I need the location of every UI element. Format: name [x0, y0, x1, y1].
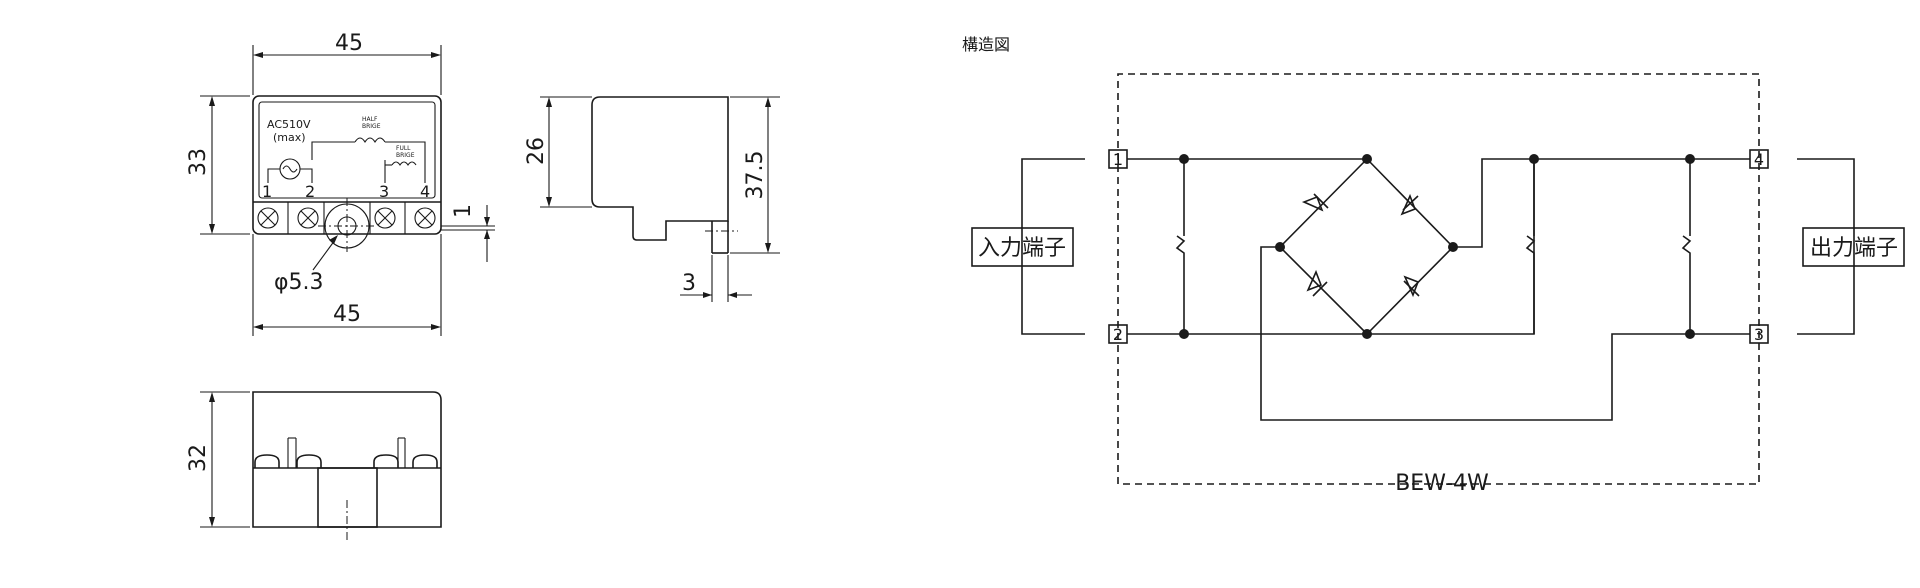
terminal-3-label: 3 [1754, 325, 1764, 344]
model-label: BEW-4W [1395, 471, 1489, 496]
max-label: (max) [273, 131, 306, 144]
schematic-heading: 構造図 [962, 35, 1010, 54]
dim-hole-diameter: φ5.3 [274, 270, 324, 295]
dim-side-height: 26 [524, 137, 549, 165]
diode-icon [1403, 275, 1420, 298]
diode-icon [1400, 193, 1419, 216]
screw-icon [297, 207, 319, 229]
schematic: 構造図 BEW-4W 入力端子 出力端子 1 2 3 4 [962, 35, 1905, 496]
dim-side-tab: 3 [682, 271, 696, 296]
screw-icon [374, 207, 396, 229]
screw-icon [414, 207, 436, 229]
term-2-label: 2 [305, 182, 315, 201]
front-view: 45 33 AC510V (max) HALF BRIGE FULL BRIGE… [186, 31, 495, 336]
varistor-icon [1525, 235, 1536, 258]
dim-side-total: 37.5 [743, 151, 768, 200]
bottom-view: 32 [186, 391, 442, 543]
full-label: FULL [396, 145, 411, 152]
half-label: HALF [362, 116, 378, 123]
terminal-1-label: 1 [1113, 150, 1123, 169]
terminal-2-label: 2 [1113, 325, 1123, 344]
terminal-4-label: 4 [1754, 150, 1764, 169]
dim-bottom-height: 32 [186, 444, 211, 472]
dim-height-front: 33 [186, 148, 211, 176]
full-label-2: BRIGE [396, 152, 415, 159]
diode-icon [1306, 269, 1328, 297]
dim-top-width: 45 [335, 31, 363, 56]
output-terminal-label: 出力端子 [1810, 236, 1898, 261]
voltage-label: AC510V [267, 118, 311, 131]
half-label-2: BRIGE [362, 123, 381, 130]
side-view: 26 37.5 3 [524, 96, 780, 302]
varistor-icon [1681, 235, 1692, 258]
term-4-label: 4 [420, 182, 430, 201]
input-terminal-label: 入力端子 [978, 236, 1066, 261]
varistor-icon [1175, 235, 1186, 258]
term-1-label: 1 [262, 182, 272, 201]
dim-terminal-thickness: 1 [451, 204, 476, 218]
term-3-label: 3 [379, 182, 389, 201]
diode-icon [1301, 193, 1329, 212]
screw-icon [257, 207, 279, 229]
dim-bottom-width: 45 [333, 302, 361, 327]
